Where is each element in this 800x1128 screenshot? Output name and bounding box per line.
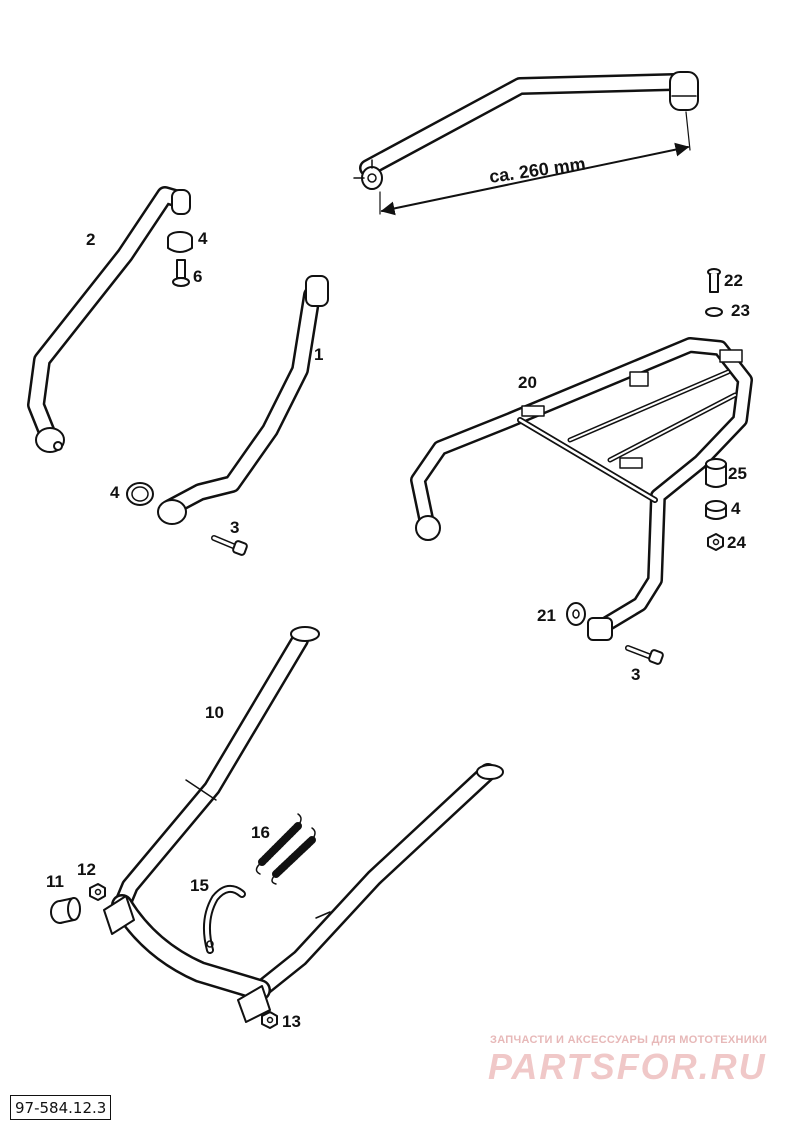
spacer-25 (705, 458, 727, 488)
callout-22: 22 (724, 271, 743, 290)
callout-4c: 4 (731, 499, 741, 518)
callout-10: 10 (205, 703, 224, 722)
watermark-tagline: ЗАПЧАСТИ И АКСЕССУАРЫ ДЛЯ МОТОТЕХНИКИ (490, 1034, 768, 1046)
bolt-3a (211, 535, 248, 556)
callout-1: 1 (314, 345, 324, 364)
callout-4b: 4 (110, 483, 120, 502)
callout-13: 13 (282, 1012, 301, 1031)
rubber-bushing-4c (705, 500, 727, 520)
bolt-6 (172, 259, 190, 287)
dimension-arrow (380, 142, 690, 216)
watermark-logo: PARTSFOR.RU (488, 1046, 767, 1087)
center-stand (103, 626, 504, 1023)
spring-hook-15 (202, 884, 246, 954)
nut-12 (89, 883, 106, 901)
luggage-rack (410, 337, 753, 641)
rubber-stop-11 (50, 897, 81, 924)
washer-23 (705, 307, 723, 317)
grab-bar-left (27, 186, 191, 453)
callout-12: 12 (77, 860, 96, 879)
callout-25: 25 (728, 464, 747, 483)
callout-3a: 3 (230, 518, 240, 537)
callout-11: 11 (46, 872, 64, 891)
callout-24: 24 (727, 533, 746, 552)
callout-2: 2 (86, 230, 96, 249)
springs-16 (255, 813, 316, 885)
callout-16: 16 (251, 823, 270, 842)
callout-23: 23 (731, 301, 750, 320)
callout-15: 15 (190, 876, 209, 895)
callout-21: 21 (537, 606, 556, 625)
callout-6: 6 (193, 267, 203, 286)
callout-20: 20 (518, 373, 537, 392)
reference-code: 97-584.12.3 (10, 1095, 112, 1120)
rubber-bushing-4b (126, 482, 154, 506)
rubber-bushing-4a (167, 231, 193, 253)
screw-22 (707, 268, 721, 293)
nut-13 (261, 1011, 278, 1029)
nut-24 (707, 533, 724, 551)
callout-3b: 3 (631, 665, 641, 684)
washer-21 (566, 602, 586, 626)
grab-handle-detail (353, 71, 699, 215)
bolt-3b (625, 645, 664, 665)
callout-4a: 4 (198, 229, 208, 248)
grab-bar-right (157, 275, 329, 525)
